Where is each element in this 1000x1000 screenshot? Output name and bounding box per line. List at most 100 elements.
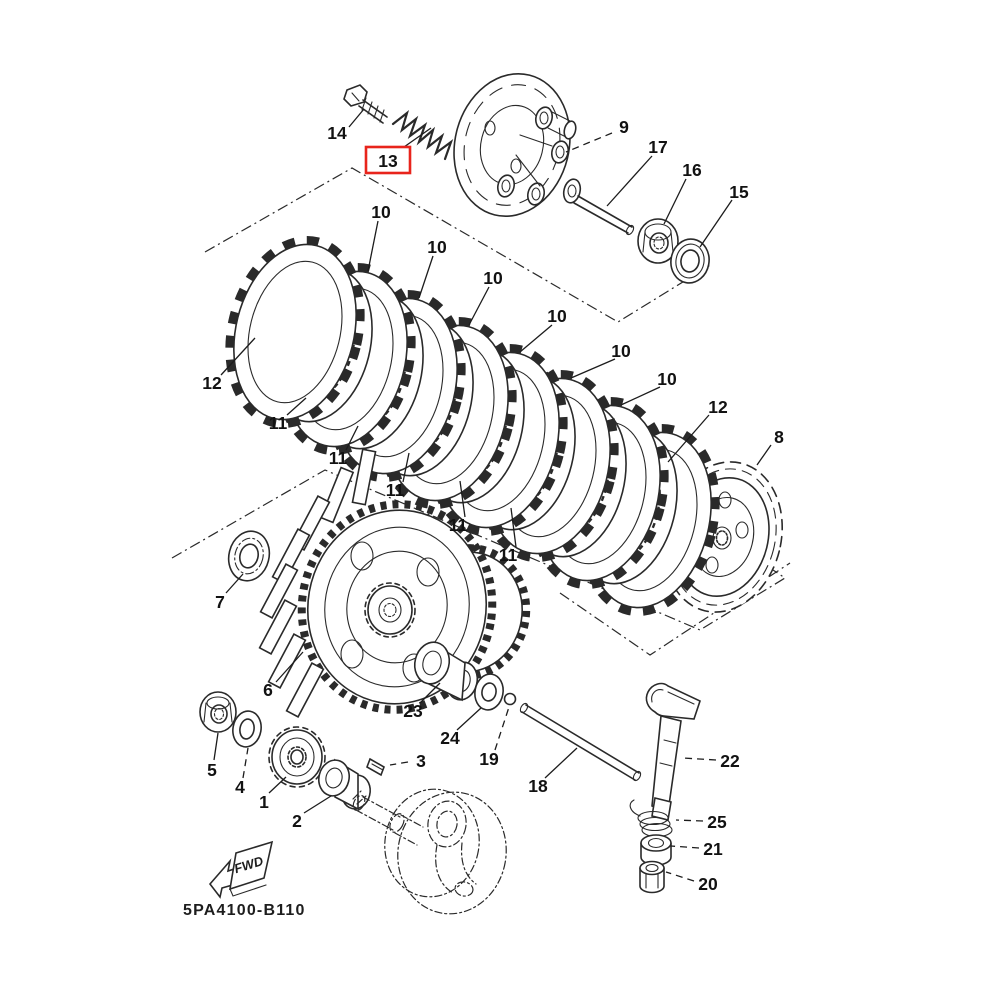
callout-pointer-line	[367, 220, 379, 272]
callout-pointer-line	[348, 108, 365, 128]
part-callout-6[interactable]: 6	[263, 651, 304, 700]
callout-pointer-line	[670, 845, 700, 849]
callout-pointer-line	[418, 255, 434, 299]
callout-label: 23	[403, 701, 423, 721]
part-callout-20[interactable]: 20	[665, 871, 718, 894]
collar-drawing	[640, 834, 672, 866]
callout-label: 14	[327, 123, 347, 143]
callout-pointer-line	[570, 358, 616, 379]
part-callout-19[interactable]: 19	[479, 706, 510, 769]
lock-washer-drawing	[670, 238, 710, 284]
callout-pointer-line	[756, 444, 772, 466]
woodruff-key-drawing	[366, 757, 385, 777]
callout-label: 11	[386, 480, 405, 500]
callout-pointer-line	[225, 573, 244, 594]
part-callout-10[interactable]: 10	[519, 306, 567, 353]
crankshaft-phantom-drawing	[352, 788, 507, 915]
callout-label: 16	[682, 160, 702, 180]
callout-label: 20	[698, 874, 718, 894]
callout-pointer-line	[213, 732, 219, 761]
part-callout-11[interactable]: 11	[449, 480, 468, 535]
part-callout-25[interactable]: 25	[675, 812, 727, 832]
part-callout-12[interactable]: 12	[667, 397, 728, 463]
part-callout-8[interactable]: 8	[756, 427, 784, 466]
part-callout-23[interactable]: 23	[403, 682, 441, 721]
part-callout-3[interactable]: 3	[389, 751, 426, 771]
callout-label: 5	[207, 760, 217, 780]
callout-pointer-line	[606, 155, 653, 207]
part-callout-11[interactable]: 11	[386, 452, 410, 500]
part-callout-15[interactable]: 15	[699, 182, 749, 248]
part-callout-16[interactable]: 16	[663, 160, 702, 225]
callout-label: 24	[440, 728, 460, 748]
callout-pointer-line	[544, 747, 578, 779]
primary-gear-nut-drawing	[199, 691, 237, 733]
part-callout-14[interactable]: 14	[327, 108, 365, 143]
hub-nut-drawing	[637, 218, 679, 264]
callout-label: 10	[371, 202, 391, 222]
callout-label: 6	[263, 680, 273, 700]
part-callout-2[interactable]: 2	[292, 795, 332, 831]
callout-pointer-line	[620, 386, 661, 406]
callout-pointer-line	[682, 757, 717, 761]
pressure-plate-drawing	[453, 72, 577, 218]
callout-pointer-line	[675, 819, 704, 822]
primary-drive-gear-drawing	[268, 726, 326, 788]
part-callout-11[interactable]: 11	[499, 507, 518, 565]
part-callout-4[interactable]: 4	[235, 747, 249, 797]
part-callout-13-highlighted[interactable]: 13	[364, 127, 432, 175]
part-callout-10[interactable]: 10	[418, 237, 447, 299]
part-callout-22[interactable]: 22	[682, 751, 740, 771]
callout-label: 13	[378, 151, 398, 171]
part-callout-10[interactable]: 10	[570, 341, 631, 379]
part-callout-10[interactable]: 10	[468, 268, 503, 326]
callout-pointer-line	[663, 178, 687, 225]
callout-pointer-line	[519, 324, 553, 353]
callout-label: 17	[648, 137, 667, 157]
callout-pointer-line	[303, 795, 332, 814]
callout-label: 15	[729, 182, 749, 202]
part-callout-1[interactable]: 1	[259, 776, 287, 812]
push-lever-shaft-drawing	[645, 682, 701, 821]
callout-pointer-line	[345, 425, 359, 451]
part-callout-17[interactable]: 17	[606, 137, 668, 207]
part-callout-10[interactable]: 10	[620, 369, 677, 406]
highlight-box	[364, 145, 412, 175]
part-callout-21[interactable]: 21	[670, 839, 723, 859]
lever-spring-drawing	[629, 799, 673, 838]
clutch-spring-bolt-drawing	[343, 84, 388, 124]
part-callout-9[interactable]: 9	[565, 117, 629, 153]
callout-label: 11	[329, 448, 348, 468]
part-callout-12[interactable]: 12	[202, 337, 256, 393]
callout-label: 11	[269, 413, 288, 433]
callout-pointer-line	[456, 707, 482, 731]
callout-pointer-line	[510, 507, 517, 548]
ball-drawing	[503, 692, 517, 706]
part-callout-7[interactable]: 7	[215, 573, 244, 612]
part-callout-11[interactable]: 11	[329, 425, 359, 468]
clutch-spring-drawing	[391, 110, 454, 161]
part-callout-11[interactable]: 11	[269, 397, 307, 433]
callout-label: 10	[547, 306, 567, 326]
callout-pointer-line	[565, 132, 613, 153]
callout-label: 3	[416, 751, 426, 771]
callout-label: 22	[720, 751, 740, 771]
callout-label: 10	[657, 369, 677, 389]
callout-pointer-line	[286, 397, 307, 416]
callout-pointer-line	[459, 480, 466, 518]
callout-pointer-line	[468, 286, 490, 326]
part-callout-24[interactable]: 24	[440, 707, 482, 748]
plain-washer-drawing	[474, 673, 504, 711]
push-rod-2-drawing	[562, 178, 635, 236]
part-callout-5[interactable]: 5	[207, 732, 219, 780]
callout-label: 25	[707, 812, 727, 832]
part-callout-18[interactable]: 18	[528, 747, 578, 796]
thrust-washer-drawing	[227, 530, 271, 582]
callout-pointer-line	[275, 651, 304, 683]
callout-pointer-line	[389, 761, 409, 766]
part-callout-10[interactable]: 10	[367, 202, 391, 272]
callout-pointer-line	[242, 747, 249, 779]
callout-pointer-line	[220, 337, 256, 376]
callout-label: 4	[235, 777, 245, 797]
